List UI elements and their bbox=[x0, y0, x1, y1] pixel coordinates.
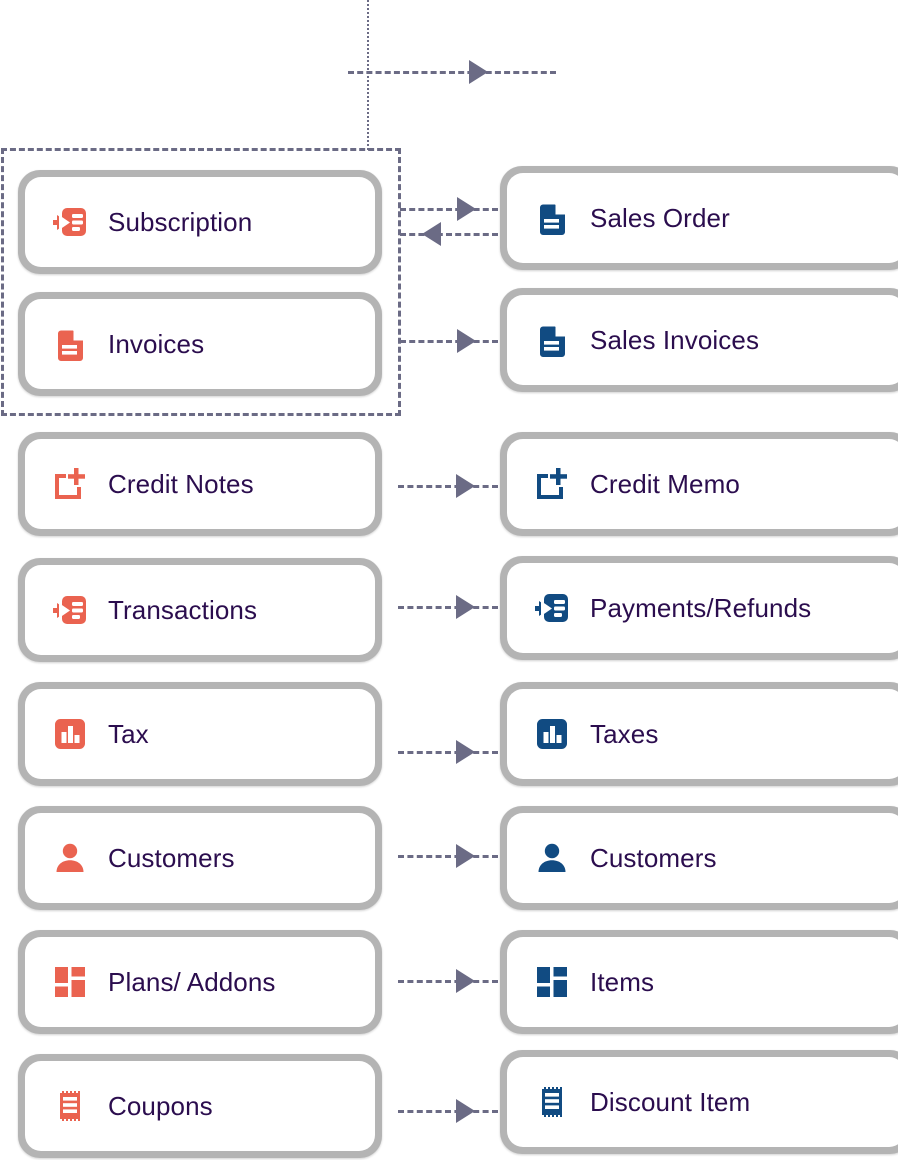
card-label: Customers bbox=[590, 842, 717, 873]
connector-line-transactions-to-payments bbox=[398, 606, 498, 609]
enter-arrow-icon bbox=[51, 591, 89, 629]
square-plus-icon bbox=[533, 465, 571, 503]
card-label: Credit Notes bbox=[108, 468, 254, 499]
person-icon bbox=[533, 839, 571, 877]
card-taxes[interactable]: Taxes bbox=[500, 682, 898, 786]
card-customers[interactable]: Customers bbox=[18, 806, 382, 910]
card-label: Subscription bbox=[108, 206, 253, 237]
receipt-icon bbox=[533, 1083, 571, 1121]
arrow-head-coupons-to-discount-item bbox=[456, 1099, 475, 1123]
card-sales-invoices[interactable]: Sales Invoices bbox=[500, 288, 898, 392]
card-body: Plans/ Addons bbox=[25, 937, 375, 1027]
card-body: Customers bbox=[507, 813, 898, 903]
arrow-head-transactions-to-payments bbox=[456, 595, 475, 619]
card-label: Coupons bbox=[108, 1090, 213, 1121]
card-body: Invoices bbox=[25, 299, 375, 389]
card-items[interactable]: Items bbox=[500, 930, 898, 1034]
card-body: Sales Order bbox=[507, 173, 898, 263]
card-body: Credit Notes bbox=[25, 439, 375, 529]
card-label: Customers bbox=[108, 842, 235, 873]
card-discount-item[interactable]: Discount Item bbox=[500, 1050, 898, 1154]
document-icon bbox=[51, 325, 89, 363]
grid-blocks-icon bbox=[533, 963, 571, 1001]
card-body: Payments/Refunds bbox=[507, 563, 898, 653]
card-tax[interactable]: Tax bbox=[18, 682, 382, 786]
enter-arrow-icon bbox=[533, 589, 571, 627]
bar-chart-icon bbox=[533, 715, 571, 753]
connector-line-credit-notes-to-credit-memo bbox=[398, 485, 498, 488]
card-body: Items bbox=[507, 937, 898, 1027]
card-body: Customers bbox=[25, 813, 375, 903]
card-customers[interactable]: Customers bbox=[500, 806, 898, 910]
card-label: Credit Memo bbox=[590, 468, 740, 499]
bar-chart-icon bbox=[51, 715, 89, 753]
receipt-icon bbox=[51, 1087, 89, 1125]
card-label: Tax bbox=[108, 718, 149, 749]
document-icon bbox=[533, 321, 571, 359]
card-credit-memo[interactable]: Credit Memo bbox=[500, 432, 898, 536]
connector-line-subscription-to-sales-order bbox=[400, 208, 498, 211]
card-label: Items bbox=[590, 966, 655, 997]
card-body: Coupons bbox=[25, 1061, 375, 1151]
connector-line-sales-order-to-subscription bbox=[400, 233, 498, 236]
card-label: Sales Invoices bbox=[590, 324, 760, 355]
card-body: Tax bbox=[25, 689, 375, 779]
card-transactions[interactable]: Transactions bbox=[18, 558, 382, 662]
card-label: Payments/Refunds bbox=[590, 592, 812, 623]
card-label: Transactions bbox=[108, 594, 258, 625]
vertical-dotted-connector bbox=[367, 0, 369, 150]
card-label: Plans/ Addons bbox=[108, 966, 276, 997]
arrow-head-subscription-to-sales-order bbox=[456, 197, 476, 221]
connector-line-customers-to-customers bbox=[398, 855, 498, 858]
card-label: Taxes bbox=[590, 718, 659, 749]
card-body: Taxes bbox=[507, 689, 898, 779]
arrow-head-tax-to-taxes bbox=[456, 740, 475, 764]
arrow-head-invoices-to-sales-invoices bbox=[456, 329, 476, 353]
card-coupons[interactable]: Coupons bbox=[18, 1054, 382, 1158]
arrow-head-sales-order-to-subscription bbox=[421, 222, 441, 246]
arrow-head-plans-to-items bbox=[456, 969, 475, 993]
connector-line-coupons-to-discount-item bbox=[398, 1110, 498, 1113]
square-plus-icon bbox=[51, 465, 89, 503]
enter-arrow-icon bbox=[51, 203, 89, 241]
card-body: Credit Memo bbox=[507, 439, 898, 529]
card-body: Sales Invoices bbox=[507, 295, 898, 385]
arrow-head-top-external-flow bbox=[468, 60, 488, 84]
document-icon bbox=[533, 199, 571, 237]
card-body: Transactions bbox=[25, 565, 375, 655]
card-subscription[interactable]: Subscription bbox=[18, 170, 382, 274]
card-body: Discount Item bbox=[507, 1057, 898, 1147]
arrow-head-credit-notes-to-credit-memo bbox=[456, 474, 475, 498]
card-body: Subscription bbox=[25, 177, 375, 267]
card-plans-addons[interactable]: Plans/ Addons bbox=[18, 930, 382, 1034]
card-label: Invoices bbox=[108, 328, 205, 359]
grid-blocks-icon bbox=[51, 963, 89, 1001]
arrow-head-customers-to-customers bbox=[456, 844, 475, 868]
card-payments-refunds[interactable]: Payments/Refunds bbox=[500, 556, 898, 660]
card-credit-notes[interactable]: Credit Notes bbox=[18, 432, 382, 536]
connector-line-invoices-to-sales-invoices bbox=[400, 340, 498, 343]
card-sales-order[interactable]: Sales Order bbox=[500, 166, 898, 270]
connector-line-top-external-flow bbox=[348, 71, 556, 74]
connector-line-tax-to-taxes bbox=[398, 751, 498, 754]
person-icon bbox=[51, 839, 89, 877]
card-label: Discount Item bbox=[590, 1086, 751, 1117]
connector-line-plans-to-items bbox=[398, 980, 498, 983]
card-label: Sales Order bbox=[590, 202, 730, 233]
card-invoices[interactable]: Invoices bbox=[18, 292, 382, 396]
